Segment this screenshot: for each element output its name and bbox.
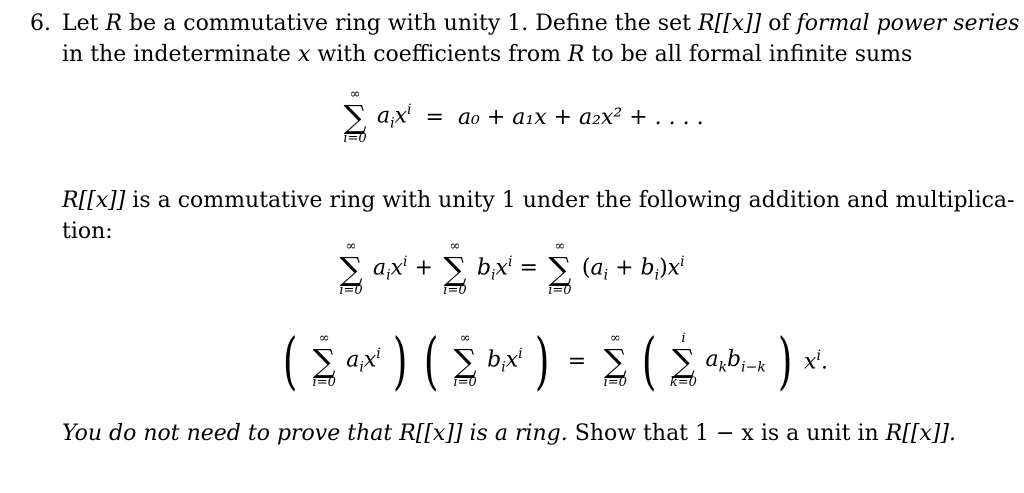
sum-symbol: ∞ ∑ i=0: [340, 88, 370, 146]
sum-lower-limit: i=0: [312, 375, 336, 390]
sum-upper-limit: ∞: [345, 239, 357, 254]
sum-upper-limit: ∞: [459, 331, 471, 346]
sum-lower-limit: i=0: [548, 283, 572, 298]
problem-line-2: in the indeterminate x with coefficients…: [62, 41, 912, 69]
sigma-glyph: ∑: [603, 342, 627, 380]
equation-multiplication: ( ∞ ∑ i=0 aixi ) ( ∞ ∑ i=0 bixi ) = ∞ ∑ …: [278, 330, 828, 392]
math-Rx: R[[x]]: [399, 421, 463, 446]
inner-sum-lower-limit: k=0: [669, 375, 697, 390]
sum-lower-limit: i=0: [339, 283, 363, 298]
text-fragment: with coefficients from: [310, 42, 568, 67]
sum-lower-limit: i=0: [453, 375, 477, 390]
sum-symbol: ∞ ∑ i=0: [440, 240, 470, 298]
sum-lower-limit: i=0: [343, 131, 367, 146]
text-fragment: to be all formal infinite sums: [584, 42, 913, 67]
left-paren: (: [423, 324, 439, 397]
sigma-glyph: ∑: [343, 98, 367, 136]
sum-symbol: ∞ ∑ i=0: [545, 240, 575, 298]
right-paren: ): [534, 324, 549, 397]
problem-line-1: Let R be a commutative ring with unity 1…: [62, 10, 1019, 38]
power-term: xi.: [804, 347, 828, 375]
summand-sum: (ai + bi)xi: [581, 254, 685, 284]
math-x: x: [297, 42, 311, 67]
summand-b: bixi: [487, 346, 523, 376]
sigma-glyph: ∑: [339, 250, 363, 288]
text-fragment: be a commutative ring with unity 1. Defi…: [122, 11, 698, 36]
left-paren: (: [282, 324, 298, 397]
summand-a: aixi +: [373, 254, 433, 284]
text-fragment: Show that 1 − x is a unit in: [567, 421, 886, 446]
sum-upper-limit: ∞: [349, 87, 361, 102]
math-R: R: [105, 11, 123, 36]
sum-symbol: ∞ ∑ i=0: [600, 332, 630, 390]
summand-a: aixi: [346, 346, 381, 376]
sigma-glyph: ∑: [548, 250, 572, 288]
math-R: R: [567, 42, 585, 67]
problem-line-5: You do not need to prove that R[[x]] is …: [62, 420, 956, 448]
problem-line-3: R[[x]] is a commutative ring with unity …: [62, 187, 1015, 215]
summand: aixi: [377, 102, 412, 132]
math-Rx: R[[x]]: [62, 188, 126, 213]
inner-sum-upper-limit: i: [681, 331, 686, 346]
summand-b: bixi =: [476, 254, 538, 284]
problem-number: 6.: [30, 11, 51, 36]
text-fragment: tion:: [62, 219, 113, 244]
sum-upper-limit: ∞: [609, 331, 621, 346]
text-fragment: of: [761, 11, 797, 36]
sum-lower-limit: i=0: [603, 375, 627, 390]
text-fragment: You do not need to prove that: [62, 421, 400, 446]
inner-sum-symbol: i ∑ k=0: [668, 332, 698, 390]
sigma-glyph: ∑: [672, 342, 695, 380]
text-fragment: in the indeterminate: [62, 42, 298, 67]
text-fragment: is a ring.: [462, 421, 568, 446]
text-fragment: is a commutative ring with unity 1 under…: [125, 188, 1015, 213]
sum-symbol: ∞ ∑ i=0: [450, 332, 480, 390]
sum-upper-limit: ∞: [449, 239, 461, 254]
sum-symbol: ∞ ∑ i=0: [309, 332, 339, 390]
sigma-glyph: ∑: [312, 342, 336, 380]
math-Rx: R[[x]]: [697, 11, 762, 36]
sum-lower-limit: i=0: [443, 283, 467, 298]
text-fragment: Let: [62, 11, 106, 36]
series-expansion: a₀ + a₁x + a₂x² + . . . .: [457, 104, 704, 130]
equation-addition: ∞ ∑ i=0 aixi + ∞ ∑ i=0 bixi = ∞ ∑ i=0 (a…: [336, 240, 685, 298]
right-paren: ): [392, 324, 408, 397]
equals-sign: =: [418, 104, 451, 130]
sum-upper-limit: ∞: [554, 239, 566, 254]
equation-power-series: ∞ ∑ i=0 aixi = a₀ + a₁x + a₂x² + . . . .: [340, 88, 704, 146]
sigma-glyph: ∑: [453, 342, 477, 380]
emph-formal-power-series: formal power series: [796, 11, 1020, 36]
sum-symbol: ∞ ∑ i=0: [336, 240, 366, 298]
left-paren: (: [642, 324, 657, 397]
sigma-glyph: ∑: [443, 250, 467, 288]
right-paren: ): [777, 324, 793, 397]
problem-line-4: tion:: [62, 218, 113, 246]
equals-sign: =: [560, 348, 594, 374]
sum-upper-limit: ∞: [318, 331, 330, 346]
math-Rx: R[[x]].: [885, 421, 956, 446]
convolution-term: akbi−k: [705, 346, 766, 376]
